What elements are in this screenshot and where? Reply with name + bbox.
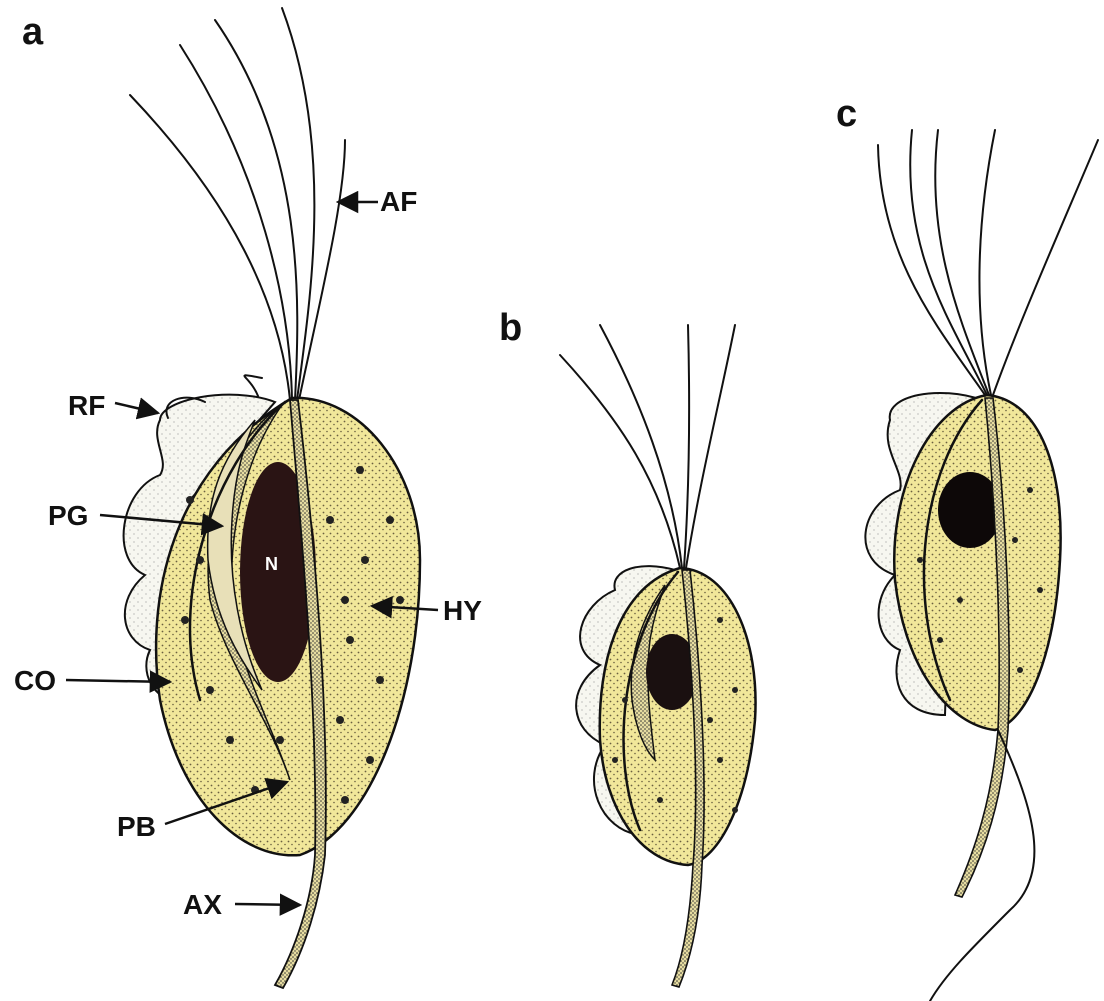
label-rf: RF xyxy=(68,390,105,421)
label-af: AF xyxy=(380,186,417,217)
panel-b: b xyxy=(499,307,756,987)
nucleus-label: N xyxy=(265,554,278,574)
panel-label-c: c xyxy=(836,93,857,135)
panel-label-a: a xyxy=(22,11,44,53)
panel-c: c xyxy=(836,93,1098,1001)
label-ax: AX xyxy=(183,889,222,920)
recurrent-flagellum-c xyxy=(930,730,1034,1001)
panel-label-b: b xyxy=(499,307,522,349)
arrow-ax xyxy=(235,904,300,905)
anterior-flagella-a xyxy=(130,8,345,400)
label-co: CO xyxy=(14,665,56,696)
anterior-flagella-b xyxy=(560,325,735,568)
anterior-flagella-c xyxy=(878,130,1098,395)
arrow-rf xyxy=(115,403,158,413)
label-pg: PG xyxy=(48,500,88,531)
panel-a: a N xyxy=(14,8,482,988)
label-pb: PB xyxy=(117,811,156,842)
label-hy: HY xyxy=(443,595,482,626)
